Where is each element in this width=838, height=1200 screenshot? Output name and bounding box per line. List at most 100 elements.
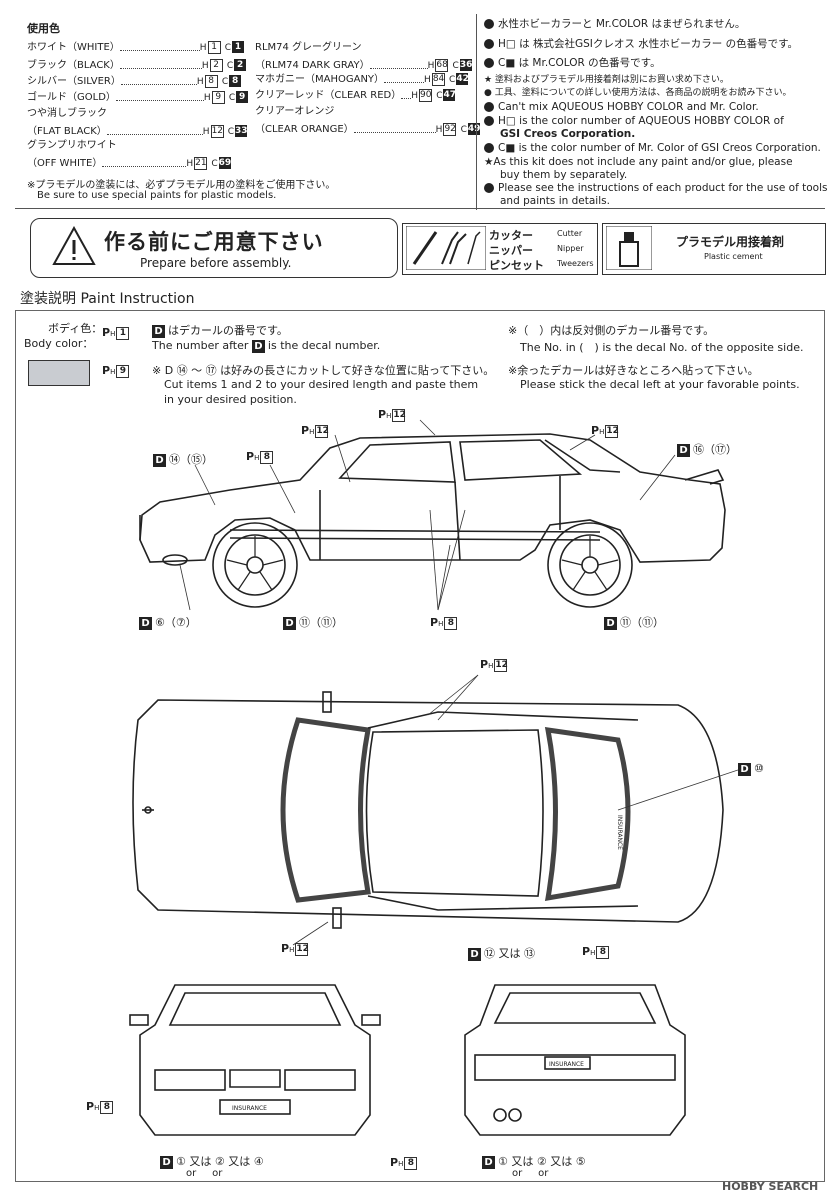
c-code: 8	[229, 75, 242, 87]
dot-leader	[115, 94, 204, 101]
decal-icon: D	[160, 1155, 173, 1169]
cement-jp: プラモデル用接着剤	[676, 235, 785, 249]
c-code: 47	[443, 89, 457, 101]
car-side-view	[139, 419, 726, 611]
c-code: 2	[234, 59, 247, 71]
tool-cutter-en: Cutter	[557, 229, 583, 238]
note-en1: Can't mix AQUEOUS HOBBY COLOR and Mr. Co…	[484, 101, 759, 113]
h-label: H	[435, 125, 443, 135]
c-code: 69	[218, 157, 232, 169]
paint-name-2: （CLEAR ORANGE）	[255, 124, 354, 135]
bullet-icon	[484, 116, 494, 126]
c-label: C	[228, 93, 236, 103]
cut-explain-en-b: in your desired position.	[164, 393, 297, 406]
paint-instruction-heading: 塗装説明 Paint Instruction	[20, 291, 195, 307]
car-front-view: INSURANCE	[129, 984, 381, 1136]
paint-name: クリアーレッド（CLEAR RED）	[255, 90, 402, 101]
body-color-jp: ボディ色：	[48, 322, 103, 335]
body-color-en: Body color：	[24, 337, 94, 350]
paint-note-jp: ※プラモデルの塗装には、必ずプラモデル用の塗料をご使用下さい。	[27, 180, 336, 191]
h-label: H	[202, 127, 210, 137]
bullet-icon	[484, 143, 494, 153]
c-code: 42	[456, 73, 469, 85]
h-code: 21	[194, 156, 208, 170]
decal-icon: D	[152, 324, 165, 338]
decal-icon: D	[283, 616, 296, 630]
c-label: C	[224, 43, 232, 53]
c-label: C	[227, 127, 235, 137]
opposite-explain-en: The No. in ( ) is the decal No. of the o…	[520, 341, 804, 354]
h-label: H	[411, 91, 418, 101]
c-label: C	[436, 91, 443, 101]
note-jp1: 水性ホビーカラーと Mr.COLOR はまぜられません。	[484, 16, 745, 31]
h-code: 1	[207, 40, 221, 54]
h-code: 2	[209, 58, 223, 72]
tool-tweezers-jp: ピンセット	[489, 259, 544, 272]
h-label: H	[201, 61, 209, 71]
tool-nipper-en: Nipper	[557, 244, 584, 253]
paint-name: クリアーオレンジ	[255, 106, 335, 117]
opposite-explain-jp: ※（ ）内は反対側のデカール番号です。	[508, 324, 715, 337]
tools-box	[402, 223, 598, 275]
decal-icon: D	[677, 443, 690, 457]
note-en3: C■ is the color number of Mr. Color of G…	[484, 142, 821, 154]
dot-leader	[119, 62, 202, 69]
paint-list-title: 使用色	[27, 22, 60, 35]
rear-plate-text: INSURANCE	[549, 1061, 584, 1068]
top-divider	[476, 14, 477, 210]
warning-icon	[52, 226, 96, 265]
bullet-icon	[484, 102, 494, 112]
h-code: 12	[210, 124, 224, 138]
h-label: H	[424, 75, 431, 85]
cement-bottle-icon	[606, 226, 652, 270]
note-jp2: H□ は 株式会社GSIクレオス 水性ホビーカラー の色番号です。	[484, 36, 798, 51]
h-label: H	[203, 93, 211, 103]
tool-tweezers-en: Tweezers	[557, 259, 594, 268]
decal-icon: D	[604, 616, 617, 630]
note-en4b: buy them by separately.	[500, 169, 628, 181]
dot-leader	[369, 62, 428, 69]
cutter-nipper-icon	[406, 226, 486, 270]
prepare-title-jp: 作る前にご用意下さい	[104, 230, 324, 254]
car-rear-view: INSURANCE	[464, 984, 686, 1136]
h-code: 90	[419, 88, 432, 102]
paint-name-2: （FLAT BLACK）	[27, 126, 107, 137]
paint-name: RLM74 グレーグリーン	[255, 42, 362, 53]
dot-leader	[102, 160, 187, 167]
prepare-title-en: Prepare before assembly.	[140, 256, 292, 270]
cut-explain-jp: ※ D ⑭ ～ ⑰ は好みの長さにカットして好きな位置に貼って下さい。	[152, 364, 495, 377]
paint-name-2: （RLM74 DARK GRAY）	[255, 60, 370, 71]
paint-name: グランプリホワイト	[27, 140, 117, 151]
note-en2: H□ is the color number of AQUEOUS HOBBY …	[484, 115, 784, 127]
paint-note-en: Be sure to use special paints for plasti…	[37, 190, 277, 201]
top-bottom-line	[15, 208, 825, 209]
leftover-explain-en: Please stick the decal left at your favo…	[520, 378, 800, 391]
note-en4: ★As this kit does not include any paint …	[484, 156, 793, 168]
paint-name: マホガニー（MAHOGANY）	[255, 74, 385, 85]
cement-box	[602, 223, 826, 275]
c-label: C	[221, 77, 229, 87]
h-code: 68	[435, 58, 449, 72]
